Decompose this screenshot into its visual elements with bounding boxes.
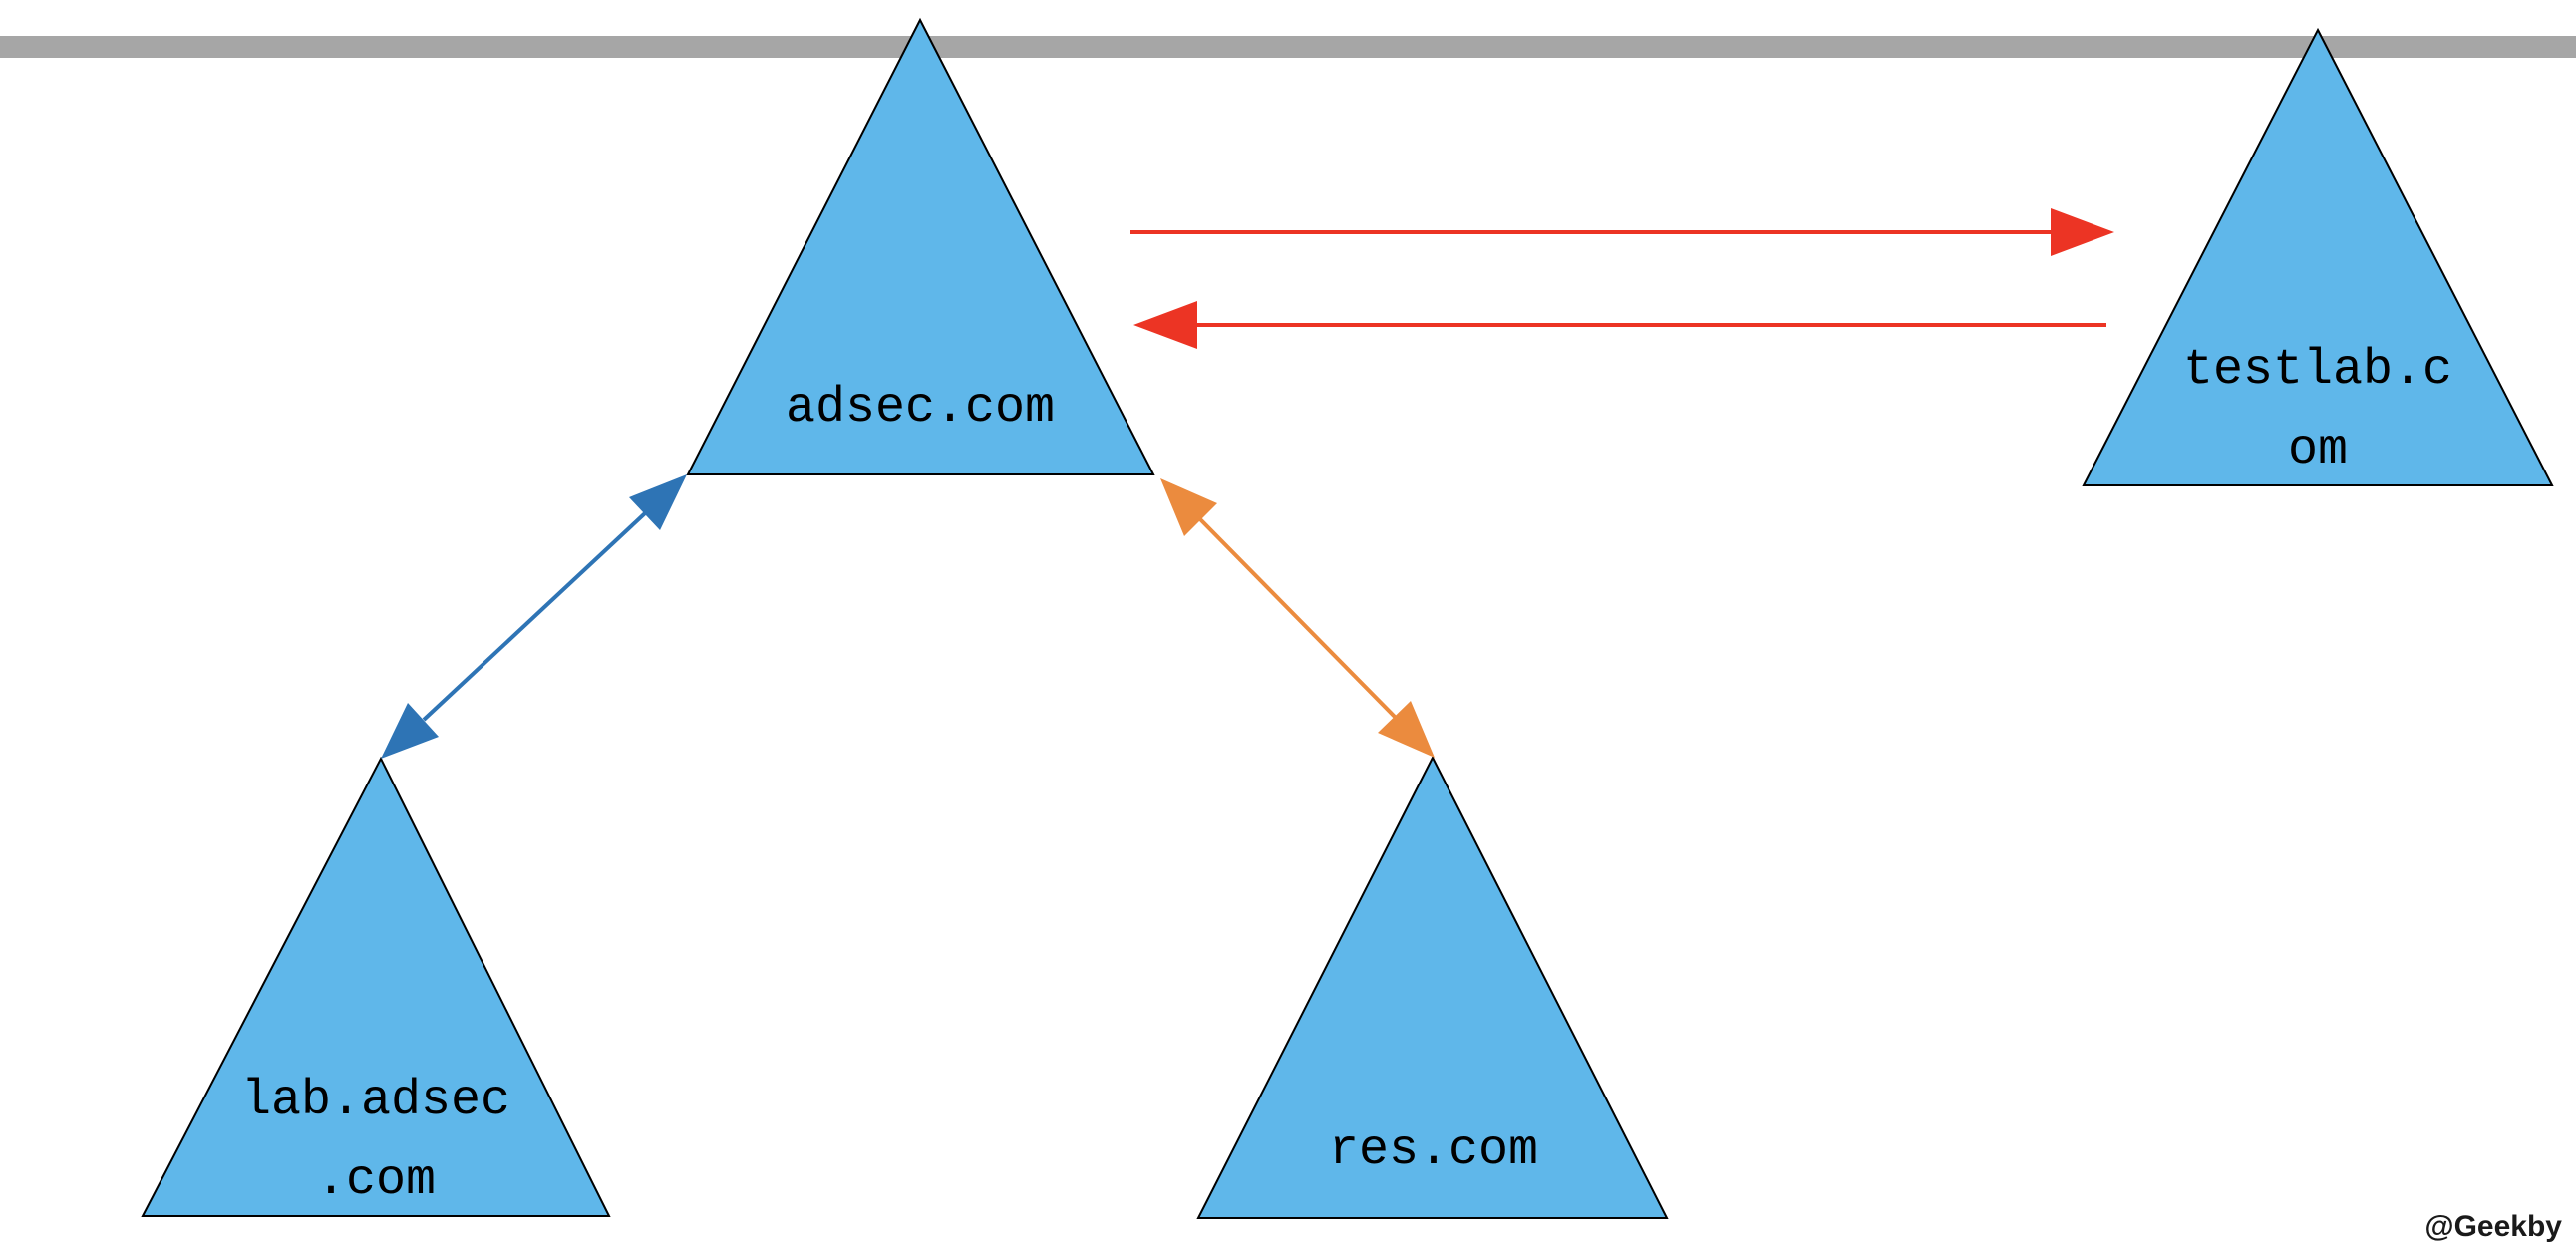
domain-triangle-testlab: [2082, 27, 2554, 486]
down-left-arrowhead-icon: [381, 703, 439, 759]
right-arrowhead-icon: [2051, 208, 2114, 256]
trust-arrow-adsec-lab-line: [422, 511, 647, 722]
left-arrowhead-icon: [1133, 301, 1197, 349]
up-left-arrowhead-icon: [1160, 478, 1217, 536]
trust-arrow-adsec-to-testlab: [1130, 208, 2114, 256]
domain-triangle-adsec: [686, 17, 1155, 475]
top-bar: [0, 36, 2576, 58]
watermark-text: @Geekby: [2424, 1210, 2562, 1243]
trust-arrow-adsec-lab: [381, 474, 687, 759]
trust-arrow-testlab-to-adsec: [1133, 301, 2106, 349]
down-right-arrowhead-icon: [1378, 701, 1435, 758]
trust-arrow-adsec-res: [1160, 478, 1435, 758]
domain-triangle-lab-adsec: [141, 756, 611, 1217]
up-right-arrowhead-icon: [629, 474, 687, 530]
trust-arrow-adsec-res-line: [1198, 517, 1397, 719]
domain-triangle-res: [1196, 755, 1669, 1219]
